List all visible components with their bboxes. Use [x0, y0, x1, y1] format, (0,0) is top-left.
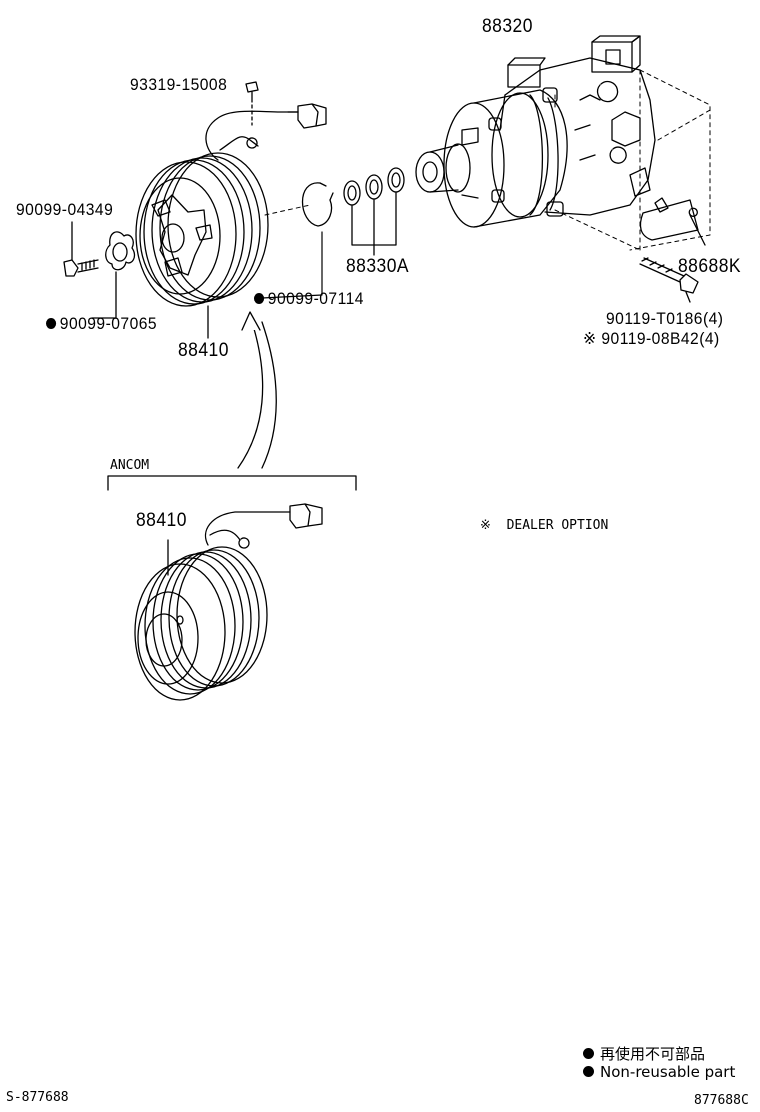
- legend-line-1: 再使用不可部品: [583, 1043, 705, 1064]
- compressor-88320: [264, 35, 711, 251]
- ancom-arrow: [237, 311, 277, 469]
- non-reusable-dot-icon: [46, 318, 57, 329]
- legend-text-ja: 再使用不可部品: [600, 1045, 706, 1063]
- legend-text-en: Non-reusable part: [600, 1063, 736, 1081]
- part-number-93319: 93319-15008: [130, 75, 228, 94]
- clutch-88410-bottom: [134, 503, 323, 701]
- part-number-88410-bottom: 88410: [136, 510, 187, 531]
- part-number-90119-T0186: 90119-T0186(4): [606, 309, 724, 328]
- washer-90099-07065: [91, 231, 136, 319]
- part-number-90099-07065: 90099-07065: [59, 314, 158, 333]
- part-number-90099-04349: 90099-04349: [16, 200, 114, 219]
- o-rings-88330A: [343, 167, 405, 256]
- label-90119-T0186: 90119-T0186(4): [606, 309, 723, 329]
- part-number-88320: 88320: [482, 16, 533, 37]
- legend-line-2: Non-reusable part: [583, 1063, 735, 1081]
- illustration-code-right: 877688C: [694, 1093, 749, 1108]
- part-number-88330A: 88330A: [346, 256, 410, 277]
- label-88320: 88320: [482, 16, 533, 38]
- illustration-code-left: S-877688: [6, 1090, 69, 1105]
- label-90119-08B42: ※ 90119-08B42(4): [583, 329, 720, 349]
- snap-ring-90099-07114: [261, 182, 334, 299]
- non-reusable-dot-icon: [254, 293, 265, 304]
- part-number-88688K: 88688K: [678, 256, 742, 277]
- label-88688K: 88688K: [678, 256, 741, 278]
- part-number-90099-07114: 90099-07114: [267, 289, 364, 308]
- dealer-option-mark: ※: [583, 329, 597, 348]
- dealer-option-mark: ※: [480, 518, 491, 533]
- bolt-90119: [639, 257, 699, 303]
- screw-93319: [245, 81, 259, 126]
- label-88330A: 88330A: [346, 256, 409, 278]
- label-93319-15008: 93319-15008: [130, 75, 227, 95]
- non-reusable-dot-icon: [583, 1048, 594, 1059]
- bracket-88688K: [639, 197, 706, 246]
- label-88410-bottom: 88410: [136, 510, 187, 532]
- clutch-88410-top: [135, 103, 327, 307]
- label-90099-07114: 90099-07114: [254, 289, 364, 309]
- label-90099-07065: 90099-07065: [46, 314, 157, 334]
- footer-right-code: 877688C: [694, 1093, 749, 1108]
- non-reusable-dot-icon: [583, 1066, 594, 1077]
- label-ancom: ANCOM: [110, 458, 149, 473]
- part-number-90119-08B42: 90119-08B42(4): [601, 329, 720, 348]
- footer-left-code: S-877688: [6, 1090, 69, 1105]
- dealer-option-text: DEALER OPTION: [506, 518, 609, 533]
- ancom-bracket: [107, 475, 357, 491]
- dealer-option-note: ※ DEALER OPTION: [480, 518, 608, 533]
- label-90099-04349: 90099-04349: [16, 200, 113, 220]
- part-number-88410-top: 88410: [178, 340, 229, 361]
- label-88410-top: 88410: [178, 340, 229, 362]
- group-label-ancom: ANCOM: [110, 458, 150, 473]
- bolt-90099-04349: [63, 221, 99, 277]
